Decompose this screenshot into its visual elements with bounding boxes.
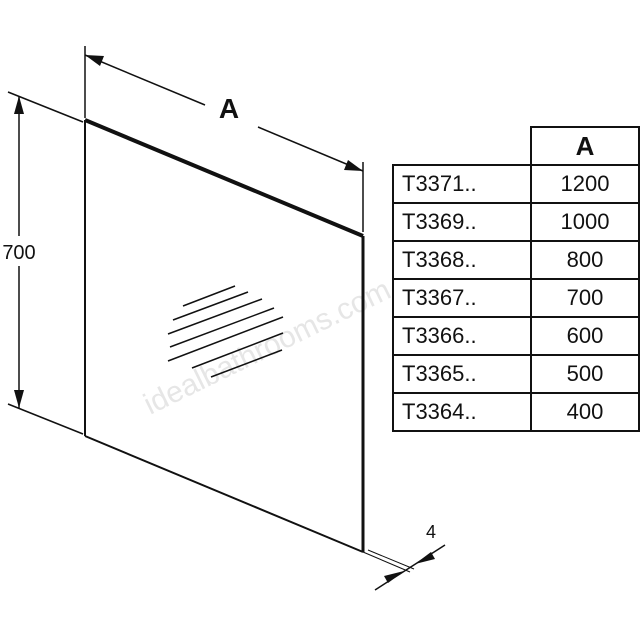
table-header-a: A bbox=[530, 126, 640, 166]
product-code: T3366.. bbox=[391, 316, 533, 356]
product-code: T3367.. bbox=[391, 278, 533, 318]
table-row: T3365.. 500 bbox=[391, 354, 640, 394]
table-header-row: A bbox=[393, 126, 640, 166]
table-row: T3366.. 600 bbox=[391, 316, 640, 356]
width-dimension bbox=[84, 46, 364, 232]
size-table: A T3371.. 1200 T3369.. 1000 T3368.. 800 … bbox=[391, 126, 640, 432]
table-row: T3368.. 800 bbox=[391, 240, 640, 280]
table-header-blank bbox=[393, 127, 531, 165]
product-code: T3368.. bbox=[391, 240, 533, 280]
width-value: 700 bbox=[530, 278, 640, 318]
height-label: 700 bbox=[2, 242, 35, 264]
mirror-reflection-lines bbox=[167, 285, 284, 378]
width-label: A bbox=[219, 93, 239, 124]
product-code: T3364.. bbox=[391, 392, 533, 432]
table-row: T3371.. 1200 bbox=[391, 164, 640, 204]
table-row: T3367.. 700 bbox=[391, 278, 640, 318]
table-row: T3369.. 1000 bbox=[391, 202, 640, 242]
width-value: 500 bbox=[530, 354, 640, 394]
table-row: T3364.. 400 bbox=[391, 392, 640, 432]
width-value: 1000 bbox=[530, 202, 640, 242]
width-value: 800 bbox=[530, 240, 640, 280]
width-value: 400 bbox=[530, 392, 640, 432]
watermark: idealbathrooms.com bbox=[139, 273, 396, 421]
depth-label: 4 bbox=[426, 522, 436, 542]
product-code: T3371.. bbox=[391, 164, 533, 204]
product-code: T3365.. bbox=[391, 354, 533, 394]
width-value: 1200 bbox=[530, 164, 640, 204]
depth-dimension bbox=[362, 544, 446, 591]
product-code: T3369.. bbox=[391, 202, 533, 242]
mirror-panel bbox=[84, 118, 365, 553]
width-value: 600 bbox=[530, 316, 640, 356]
